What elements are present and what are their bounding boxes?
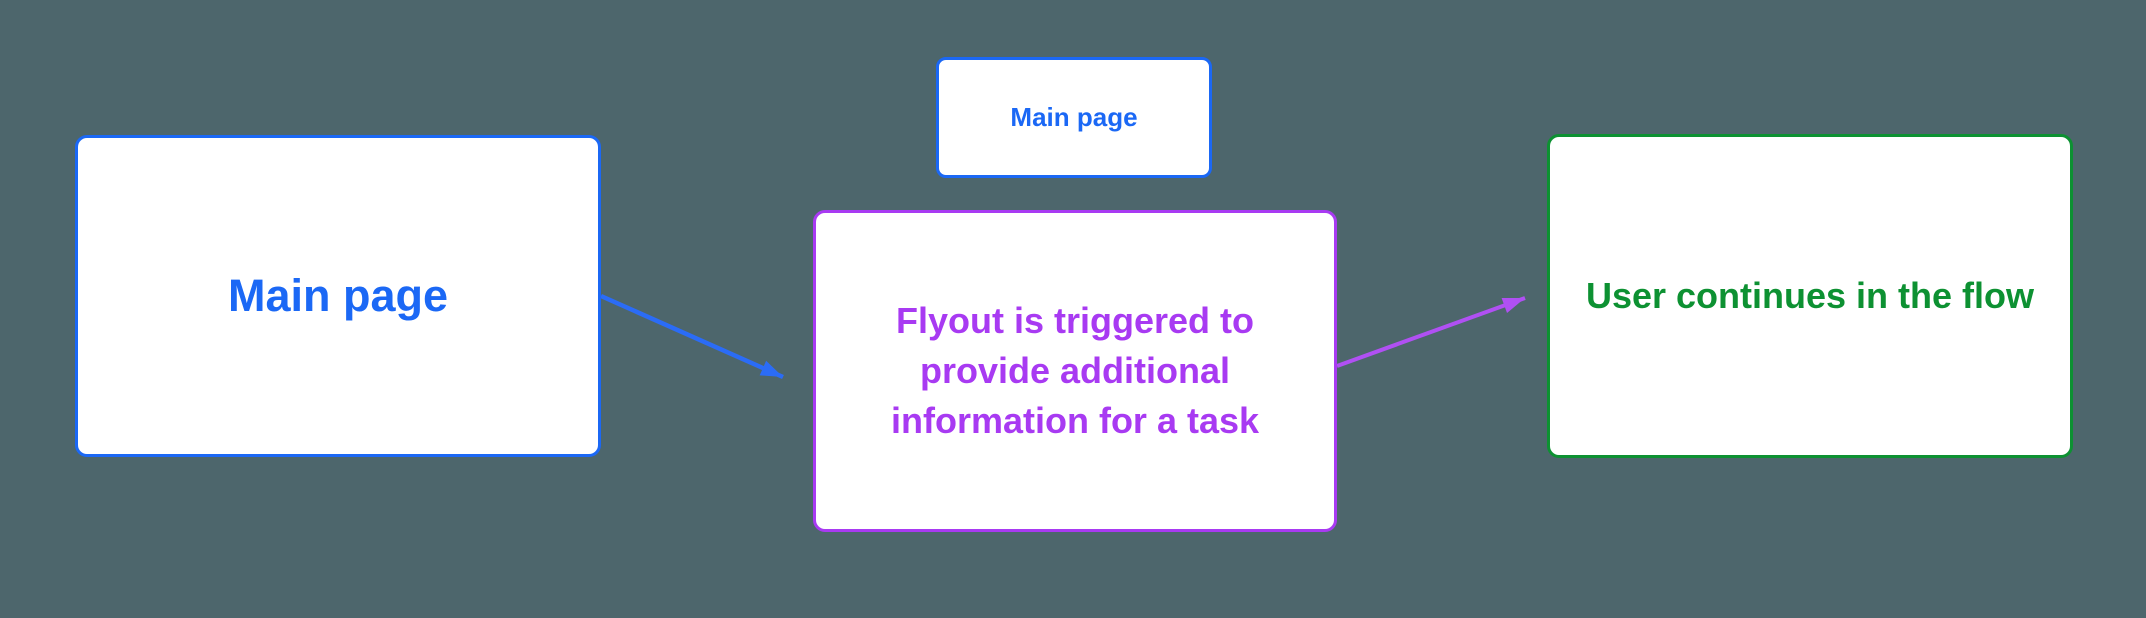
node-main-page[interactable]: Main page bbox=[75, 135, 601, 457]
node-outcome-label: User continues in the flow bbox=[1585, 275, 2035, 316]
node-flyout-header-label: Main page bbox=[1010, 102, 1138, 132]
arrow-flyout-to-outcome[interactable] bbox=[1336, 296, 1526, 368]
node-main-page-label: Main page bbox=[227, 270, 449, 321]
arrow-main-to-flyout[interactable] bbox=[600, 293, 784, 380]
node-outcome[interactable]: User continues in the flow bbox=[1547, 134, 2073, 458]
node-flyout-header[interactable]: Main page bbox=[936, 57, 1212, 178]
node-flyout[interactable]: Flyout is triggered to provide additiona… bbox=[813, 210, 1337, 532]
node-flyout-label: Flyout is triggered to provide additiona… bbox=[890, 300, 1260, 441]
